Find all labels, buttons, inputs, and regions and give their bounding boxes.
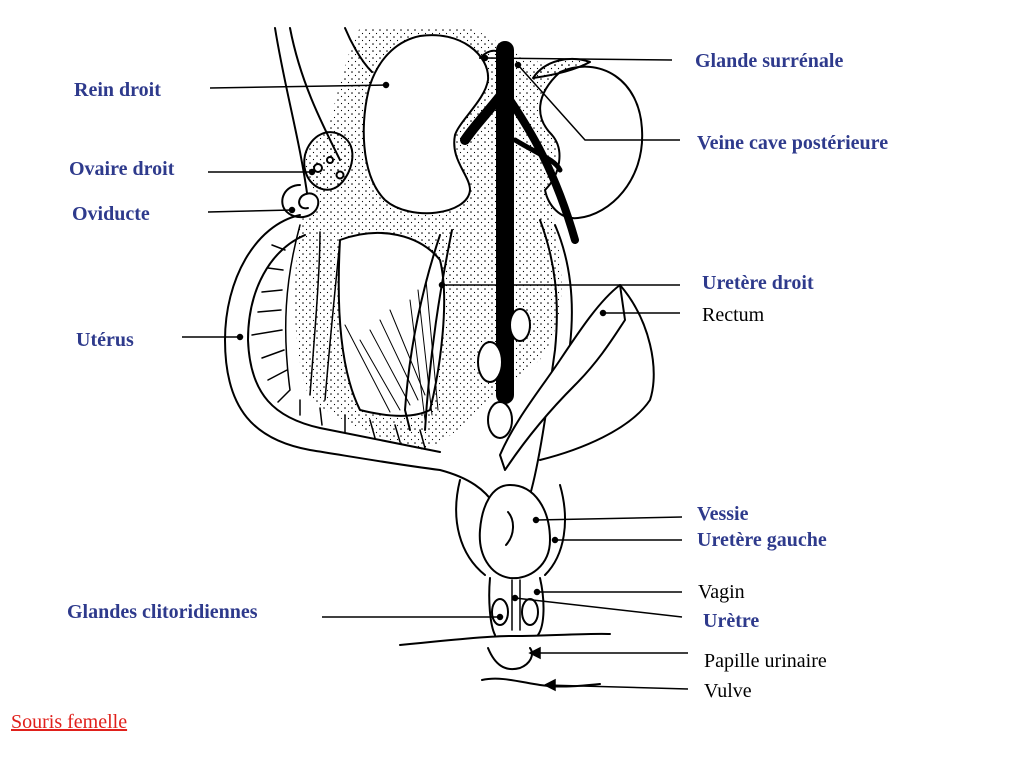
bladder-neck xyxy=(505,511,514,546)
rectum-outer xyxy=(539,284,655,461)
right-ureter xyxy=(404,229,453,431)
lymph-node-1 xyxy=(509,308,531,342)
vagina xyxy=(488,577,545,636)
urethra xyxy=(511,579,521,631)
lymph-node-3 xyxy=(487,401,513,439)
bladder xyxy=(478,484,551,580)
label-ovaire-droit: Ovaire droit xyxy=(69,158,175,180)
body-wall-left xyxy=(274,27,309,201)
caption-link[interactable]: Souris femelle xyxy=(11,711,128,733)
label-vagin: Vagin xyxy=(698,581,745,603)
clitoral-glands xyxy=(491,598,509,626)
left-ureter xyxy=(529,219,558,496)
uterine-horn-outer xyxy=(224,214,496,506)
urinary-papilla xyxy=(487,647,533,670)
label-rectum: Rectum xyxy=(702,304,765,326)
clitoral-glands-2 xyxy=(521,598,539,626)
uterus-muscle-fibers xyxy=(344,309,426,413)
label-uretere-gauche: Uretère gauche xyxy=(697,529,827,551)
label-uretere-droit: Uretère droit xyxy=(702,272,814,294)
label-glande-surrenale: Glande surrénale xyxy=(695,50,844,72)
rectum xyxy=(499,284,626,471)
label-rein-droit: Rein droit xyxy=(74,79,161,101)
uterine-vessels xyxy=(251,224,426,449)
left-adrenal-gland xyxy=(532,58,591,79)
label-uterus: Utérus xyxy=(76,329,134,351)
vena-cava-branch-right-2 xyxy=(512,137,563,173)
label-oviducte: Oviducte xyxy=(72,203,150,225)
label-uretre: Urètre xyxy=(703,610,760,632)
label-glandes-clitoridiennes: Glandes clitoridiennes xyxy=(67,601,258,623)
perineum-line xyxy=(399,632,611,646)
label-veine-cave: Veine cave postérieure xyxy=(697,132,889,154)
label-papille-urinaire: Papille urinaire xyxy=(704,650,827,672)
lymph-node-2 xyxy=(477,341,503,383)
uterine-horn-inner xyxy=(247,234,441,453)
left-ureter-2 xyxy=(554,224,573,346)
uterus-body xyxy=(337,232,446,417)
right-ureter-fibers xyxy=(409,279,439,421)
vena-cava-branch-left xyxy=(460,85,510,145)
body-wall-top xyxy=(344,27,373,73)
label-vessie: Vessie xyxy=(697,503,749,525)
label-vulve: Vulve xyxy=(704,680,752,702)
right-kidney xyxy=(362,34,490,215)
bladder-surround xyxy=(455,479,566,576)
